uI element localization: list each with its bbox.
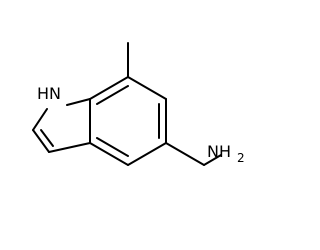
indole-h-label: H: [37, 84, 49, 103]
bond-c2-c3-inner: [40, 129, 54, 147]
amine-n-label: NH: [207, 142, 231, 161]
bond-c5-c4: [127, 142, 167, 166]
bonds: [32, 42, 222, 166]
amine-subscript-label: 2: [237, 151, 245, 165]
bond-c7-c6: [127, 76, 167, 100]
bond-c7a-c7: [89, 76, 129, 100]
molecule-structure-diagram: H N NH 2: [32, 42, 245, 166]
bond-c4-c3a-inner: [96, 137, 129, 157]
atom-labels: H N NH 2: [37, 84, 245, 165]
bond-c3-c3a: [48, 142, 91, 153]
bond-c5-ch2: [165, 142, 205, 166]
bond-c4-c3a: [89, 142, 129, 166]
bond-ch2-nh2: [203, 154, 222, 166]
bond-n1-c2: [32, 108, 48, 131]
bond-c7a-n1: [66, 98, 91, 106]
bond-c2-c3: [32, 129, 50, 153]
indole-n-label: N: [49, 84, 61, 103]
bond-c7a-c7-inner: [96, 85, 129, 105]
